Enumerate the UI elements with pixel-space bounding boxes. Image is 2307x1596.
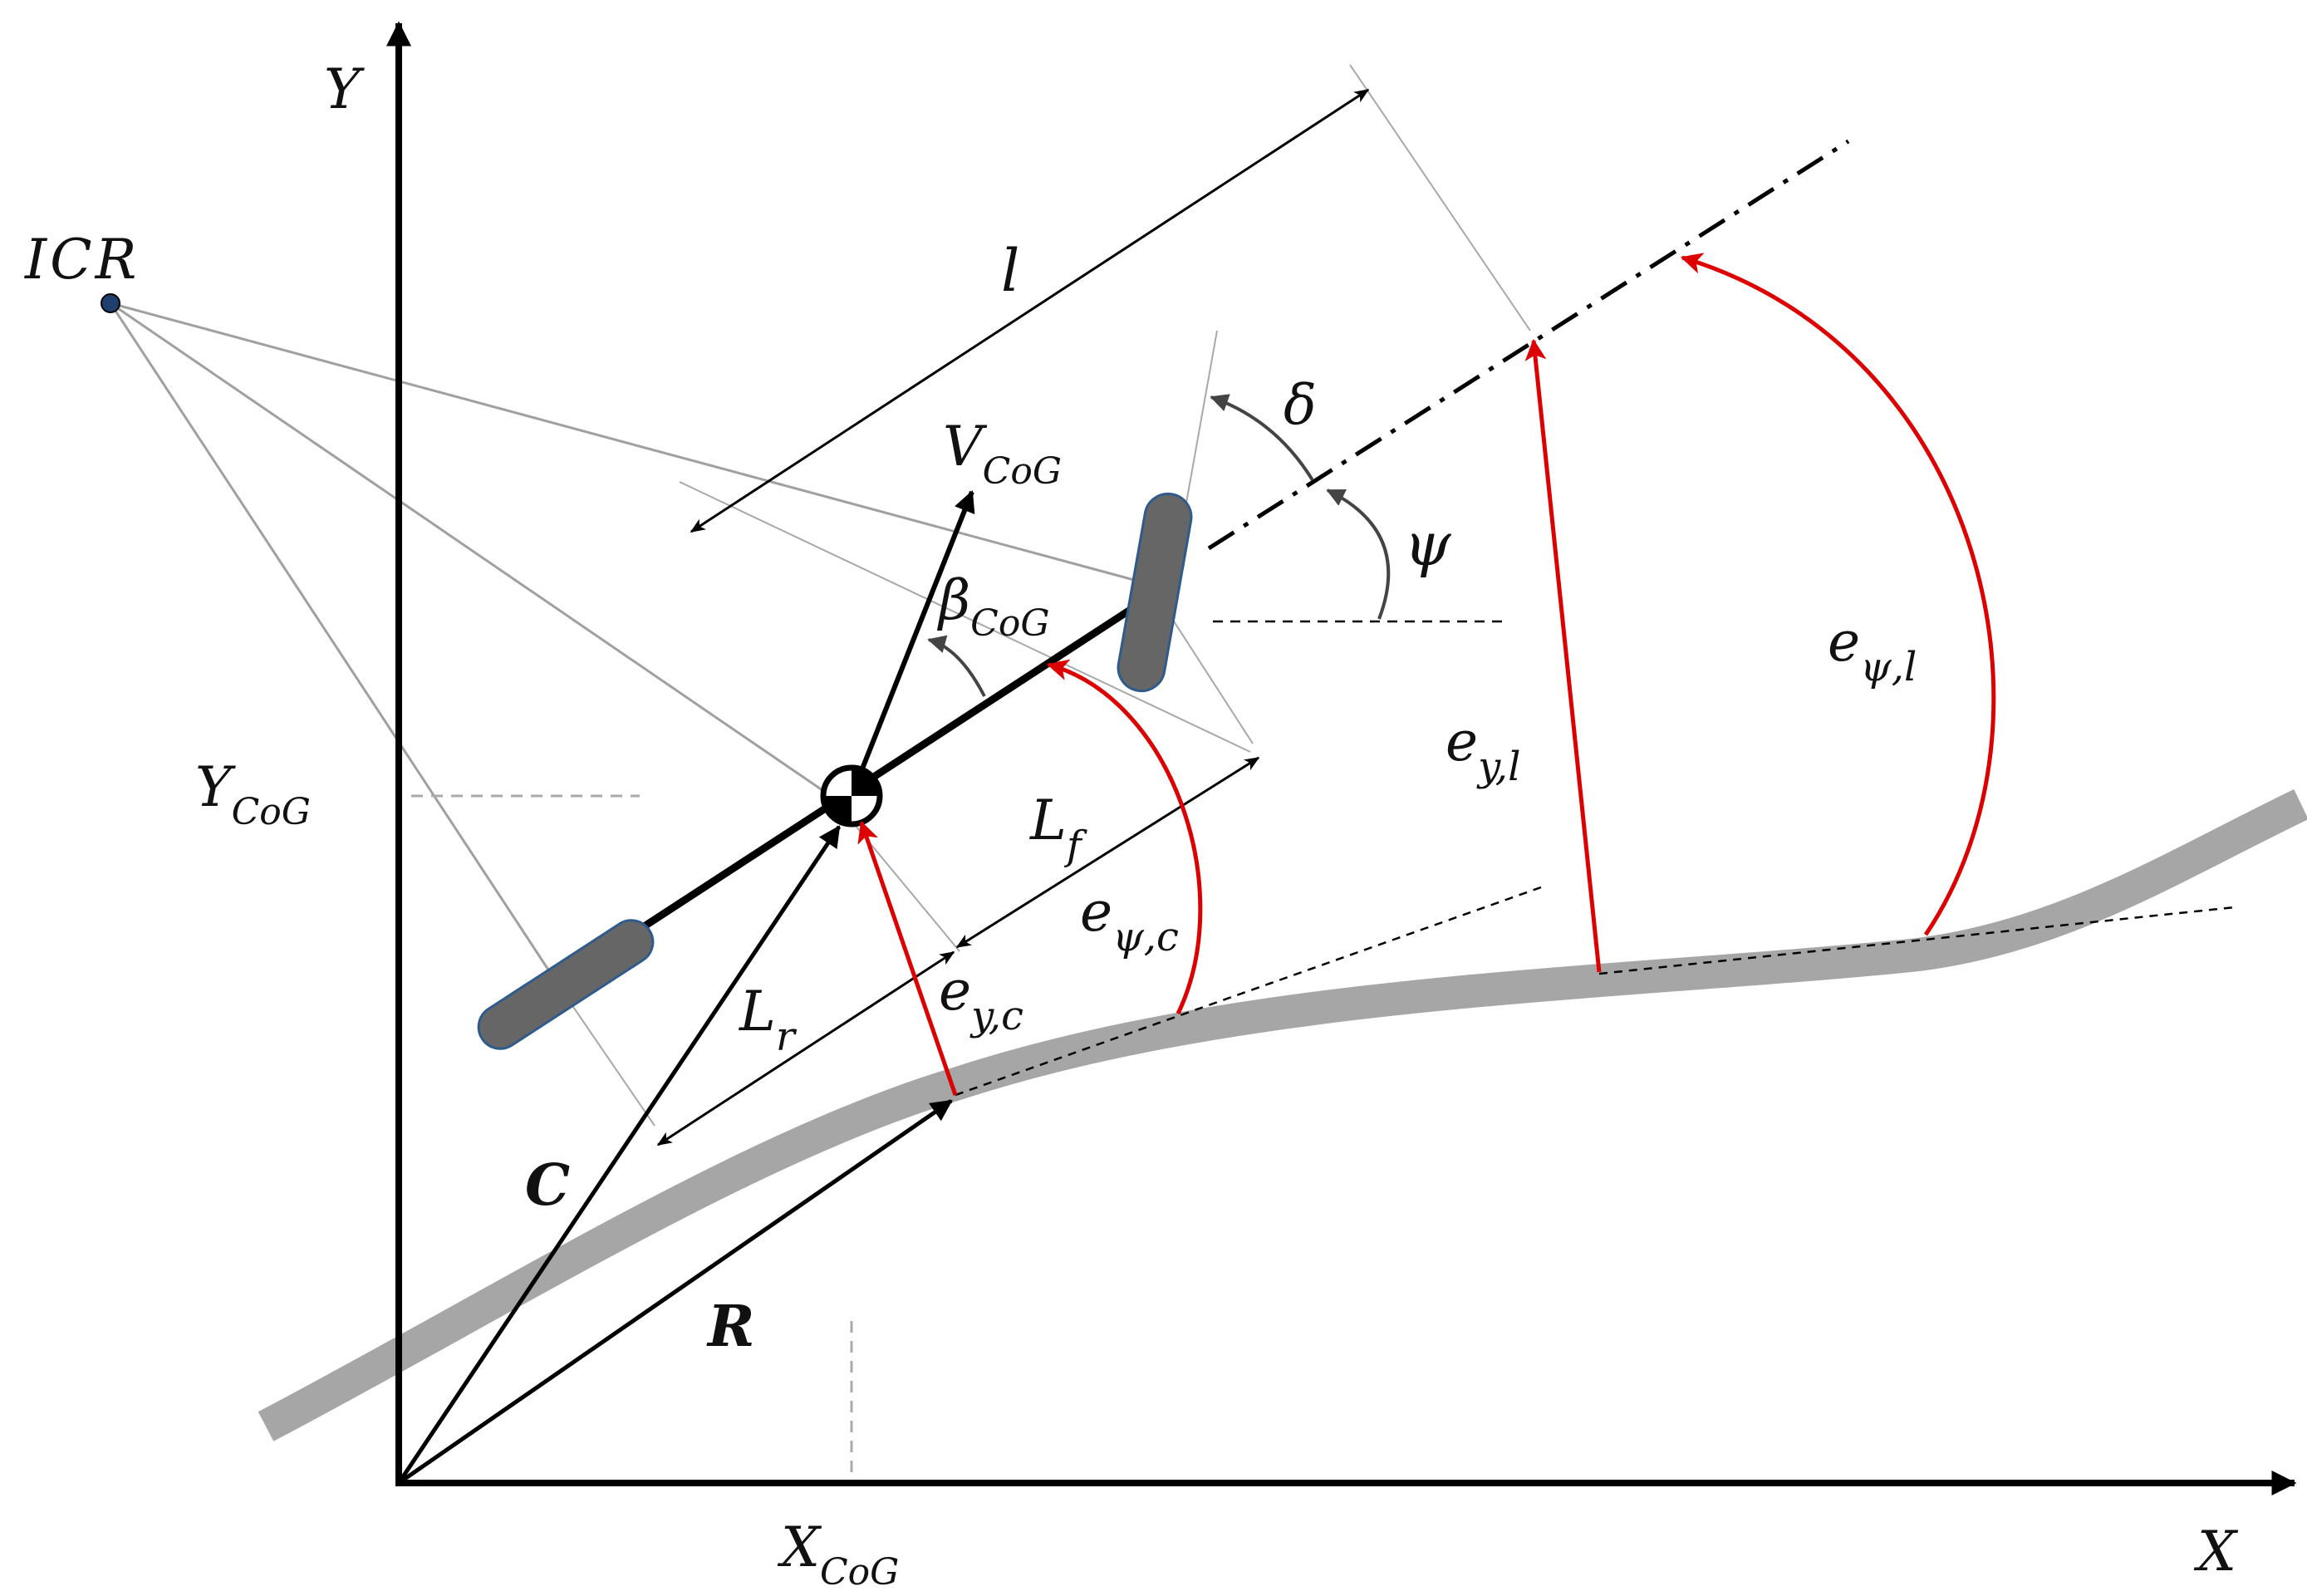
rear-wheel xyxy=(477,919,655,1050)
e-y-l-label: ey,l xyxy=(1446,710,1520,790)
icr-point xyxy=(101,293,120,313)
icr-label: ICR xyxy=(24,228,140,292)
tangent-line-lookahead xyxy=(1598,906,2236,975)
error-lateral-center xyxy=(857,820,958,1096)
dimension-lf xyxy=(955,756,1260,949)
psi-label: ψ xyxy=(1404,509,1452,579)
beta-angle-arc xyxy=(927,635,986,697)
vector-r-label: R xyxy=(706,1294,755,1360)
delta-angle-arc xyxy=(1210,394,1314,482)
vector-c-label: C xyxy=(525,1152,570,1219)
y-cog-label: YCoG xyxy=(195,755,311,833)
error-heading-lookahead xyxy=(1680,253,1996,936)
lr-label: Lr xyxy=(739,980,798,1060)
vector-r xyxy=(397,1098,953,1486)
velocity-vector xyxy=(849,489,975,798)
beta-cog-label: βCoG xyxy=(936,568,1049,645)
front-wheel xyxy=(1117,492,1193,693)
dimension-l xyxy=(690,88,1370,533)
e-psi-c-label: eψ,c xyxy=(1080,880,1179,960)
e-psi-l-label: eψ,l xyxy=(1828,610,1917,690)
delta-label: δ xyxy=(1284,373,1317,437)
error-lateral-lookahead xyxy=(1524,338,1602,973)
vector-c xyxy=(396,825,842,1485)
x-axis-label: X xyxy=(2193,1520,2239,1584)
heading-axis xyxy=(1207,139,1850,551)
lf-label: Lf xyxy=(1029,788,1087,869)
e-y-c-label: ey,c xyxy=(939,959,1023,1039)
l-label: l xyxy=(1001,237,1019,305)
icr-construction-lines xyxy=(109,302,1135,990)
x-cog-label: XCoG xyxy=(777,1515,899,1594)
center-of-gravity xyxy=(820,764,883,827)
dimension-lr xyxy=(656,950,955,1147)
psi-angle-arc xyxy=(1326,489,1391,620)
y-axis-label: Y xyxy=(324,57,365,121)
road-path xyxy=(258,788,2307,1441)
v-cog-label: VCoG xyxy=(943,415,1062,493)
error-heading-center xyxy=(1046,659,1203,1015)
